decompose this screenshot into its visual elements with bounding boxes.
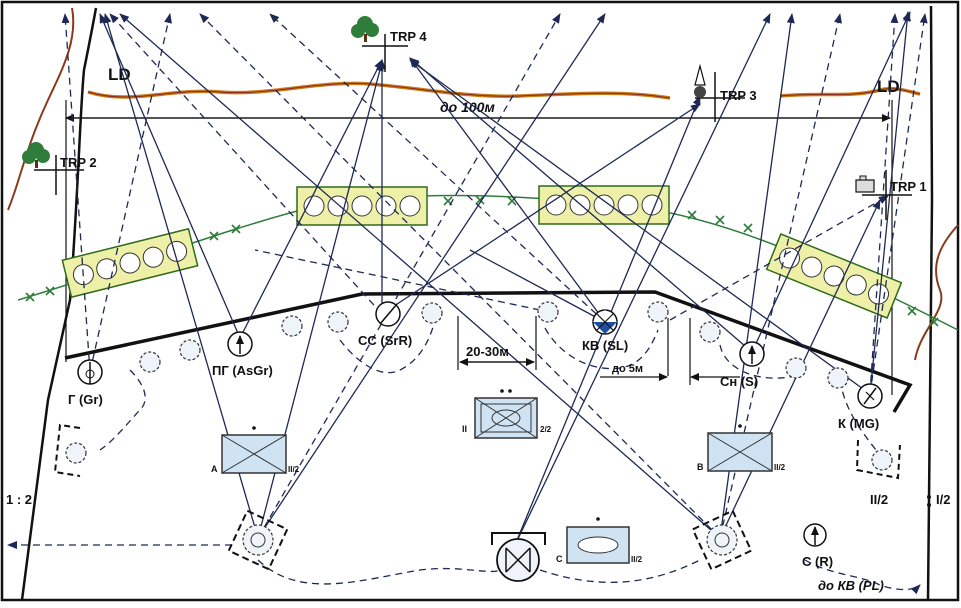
minefield-2: [296, 186, 428, 226]
trp2-label: TRP 2: [60, 155, 97, 170]
label-r: С (R): [802, 554, 833, 569]
minefield-3: [538, 185, 670, 225]
house-icon: [855, 175, 875, 193]
senior-rifleman-icon: [375, 301, 401, 327]
rifleman-icon: [803, 523, 827, 547]
vehicle-b-letter: B: [697, 462, 704, 472]
vehicle-center-letter: II: [462, 424, 467, 434]
vehicle-c-letter: C: [556, 554, 563, 564]
trp1-label: TRP 1: [890, 179, 927, 194]
sniper-icon: [739, 341, 765, 367]
tree-icon: [351, 16, 379, 42]
left-boundary: [20, 7, 98, 601]
near-label: до 5м: [612, 363, 643, 375]
assistant-grenadier-icon: [227, 331, 253, 357]
move-path-mg: [839, 379, 881, 456]
gap-label: 20-30м: [466, 344, 509, 359]
alt-bracket-left: [53, 423, 81, 477]
move-path-2: [539, 559, 701, 583]
tree-icon: [22, 142, 50, 168]
right-boundary: [926, 5, 934, 601]
trp4-label: TRP 4: [390, 29, 427, 44]
label-mg: К (MG): [838, 416, 879, 431]
boundary-right-label-a: II/2: [870, 492, 888, 507]
minefield-4: [765, 233, 903, 319]
vehicle-c: [566, 517, 630, 564]
trp3-label: TRP 3: [720, 88, 757, 103]
vehicle-center: [474, 389, 538, 439]
label-to-pl: до КВ (PL): [818, 578, 884, 593]
squad-leader-icon: [592, 309, 618, 335]
trench-line: [64, 290, 913, 413]
vehicle-b-code: II/2: [774, 463, 786, 472]
label-gr: Г (Gr): [68, 392, 103, 407]
alternate-positions: [65, 301, 893, 471]
trp1-marker: [855, 170, 912, 220]
label-srr: СС (SrR): [358, 333, 412, 348]
near-measure: [600, 318, 740, 385]
tower-icon: [694, 63, 706, 98]
label-asgr: ПГ (AsGr): [212, 363, 273, 378]
ld-label-right: LD: [877, 77, 900, 96]
ld-label-left: LD: [108, 65, 131, 84]
vehicle-a-code: II/2: [288, 465, 300, 474]
boundary-left: 1 : 2: [6, 492, 32, 507]
machine-gunner-icon: [857, 383, 883, 409]
command-vehicle-icon: [491, 532, 546, 582]
label-sl: КВ (SL): [582, 338, 628, 353]
wire-x-marks: [25, 195, 939, 327]
label-s: Сн (S): [720, 374, 758, 389]
move-path-1: [257, 559, 501, 585]
trp3-marker: [694, 63, 745, 122]
vehicle-center-code: 2/2: [540, 425, 552, 434]
vehicle-a: [221, 426, 287, 474]
gap-measure: [457, 316, 537, 370]
move-path-srr: [339, 319, 436, 374]
vehicle-b: [707, 424, 773, 472]
move-path-gr: [99, 369, 146, 451]
vehicle-position-left: [227, 509, 289, 571]
terrain-border-left: [7, 7, 75, 211]
terrain-border-right: [914, 224, 959, 361]
trp4-marker: [351, 16, 408, 72]
move-path-sl: [544, 327, 659, 370]
fire-lines: [99, 11, 912, 546]
alt-bracket-right: [855, 439, 901, 480]
move-path-3: [804, 559, 921, 595]
vehicle-c-code: II/2: [631, 555, 643, 564]
vehicle-a-letter: A: [211, 464, 218, 474]
grenadier-icon: [77, 359, 103, 385]
boundary-right-label-b: I/2: [936, 492, 950, 507]
move-path-s: [719, 344, 801, 379]
boundary-left-label: 1 : 2: [6, 492, 32, 507]
trp2-marker: [22, 142, 84, 195]
